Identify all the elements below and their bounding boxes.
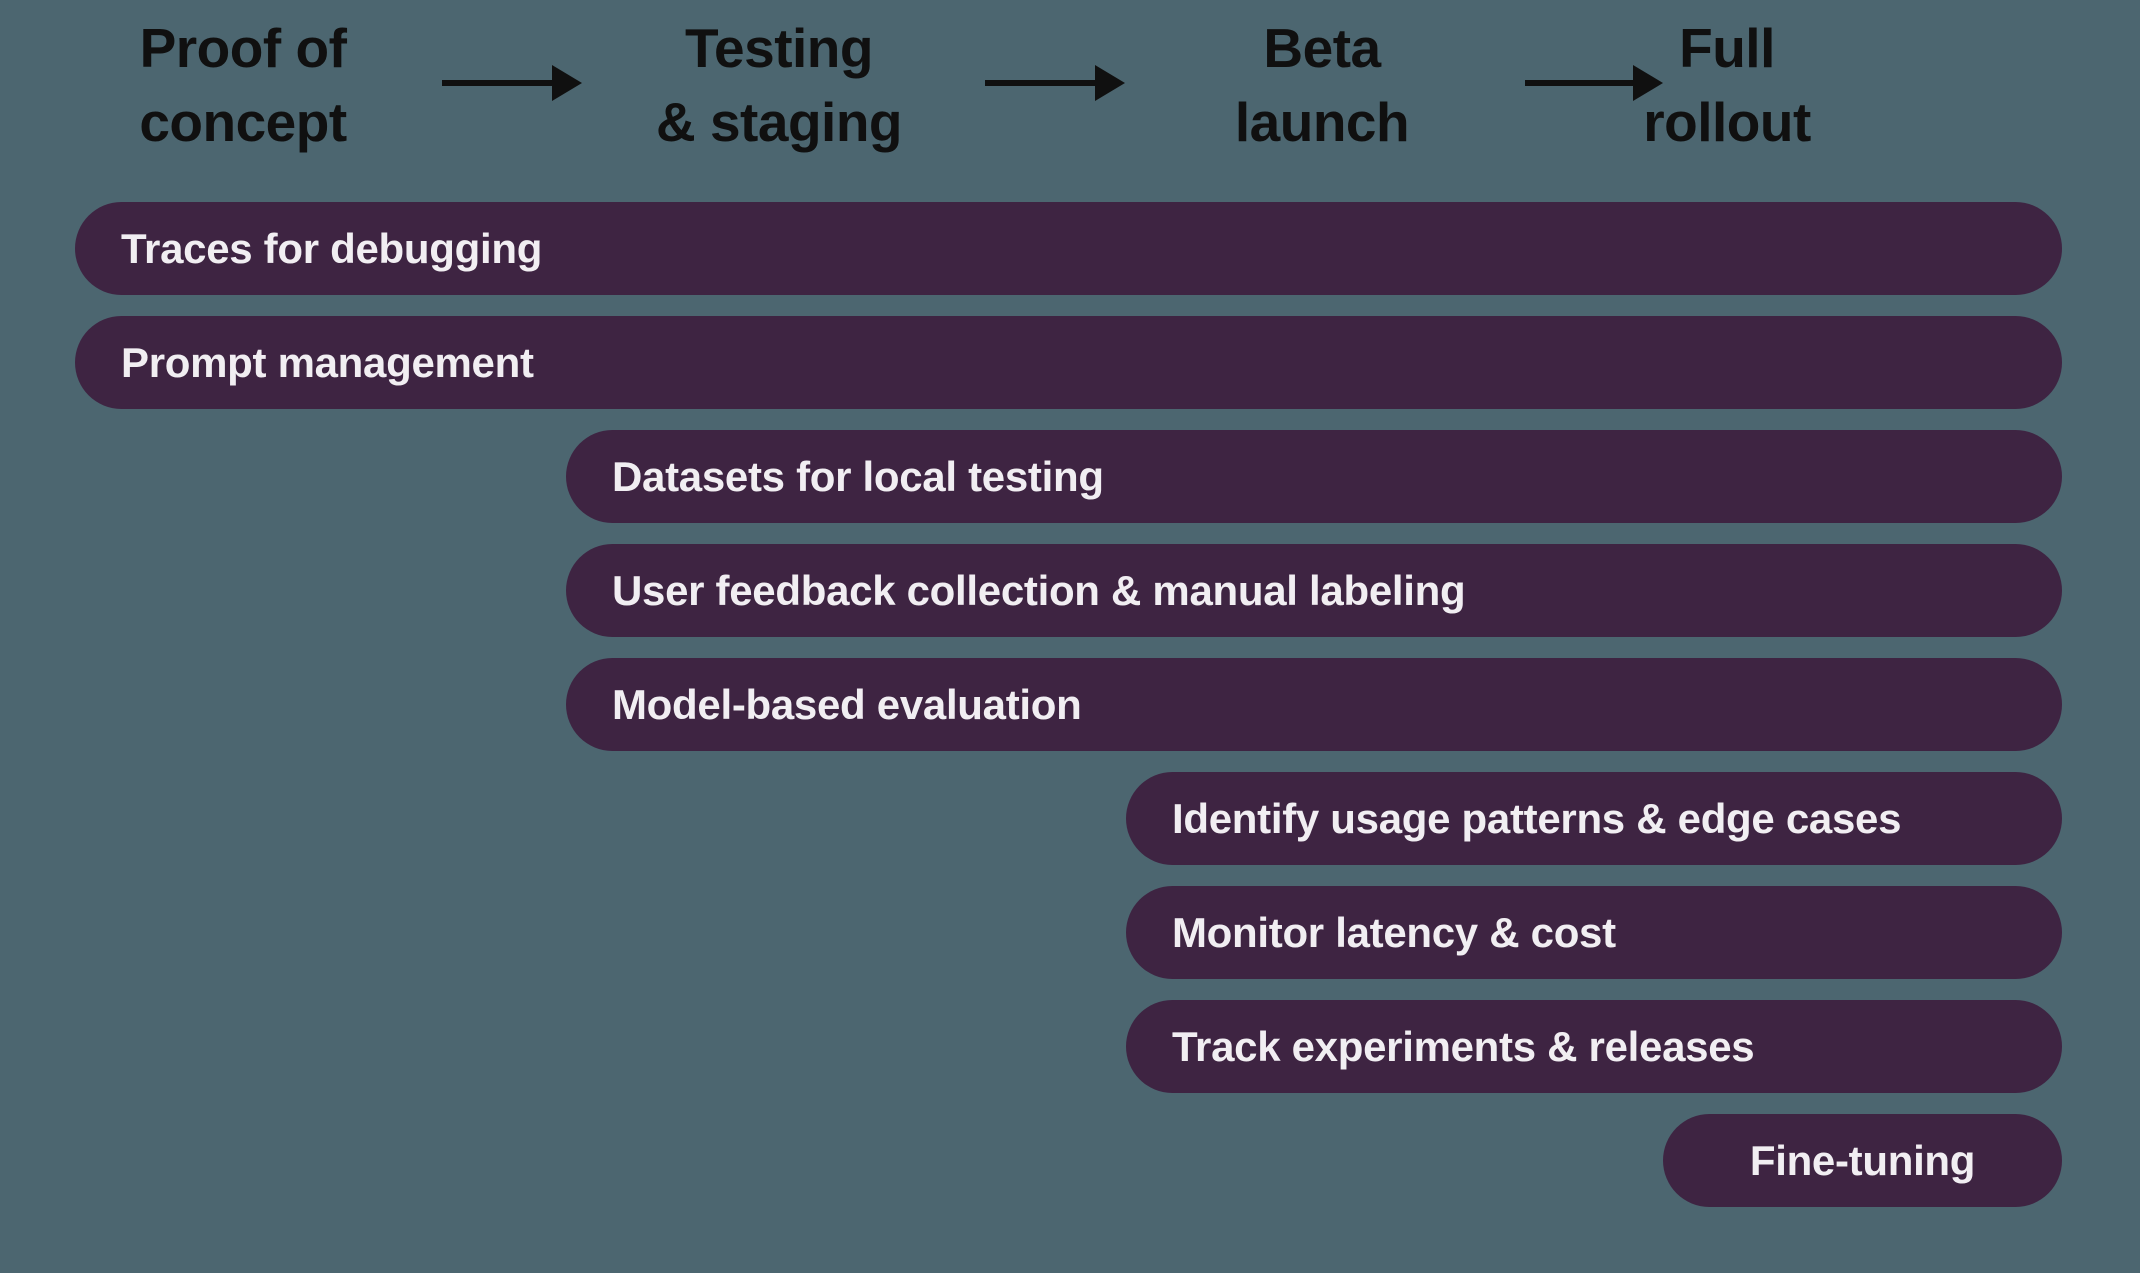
bar-identify-usage-patterns: Identify usage patterns & edge cases — [1126, 772, 2062, 865]
bar-fine-tuning: Fine-tuning — [1663, 1114, 2062, 1207]
arrow-head — [1633, 65, 1663, 101]
bar-monitor-latency-cost: Monitor latency & cost — [1126, 886, 2062, 979]
phase-label-full-rollout: Full rollout — [1643, 17, 1811, 153]
phase-label-proof-of-concept: Proof of concept — [139, 17, 347, 153]
arrow-head — [1095, 65, 1125, 101]
arrow-head — [552, 65, 582, 101]
flow-arrow-icon — [985, 65, 1125, 101]
bar-track-experiments-releases: Track experiments & releases — [1126, 1000, 2062, 1093]
phase-label-beta-launch: Beta launch — [1234, 17, 1410, 153]
bar-model-based-evaluation: Model-based evaluation — [566, 658, 2062, 751]
bar-prompt-management: Prompt management — [75, 316, 2062, 409]
flow-arrow-icon — [1525, 65, 1663, 101]
arrow-shaft — [985, 80, 1101, 86]
bar-traces-for-debugging: Traces for debugging — [75, 202, 2062, 295]
bar-user-feedback-collection: User feedback collection & manual labeli… — [566, 544, 2062, 637]
arrow-shaft — [1525, 80, 1639, 86]
phase-label-testing-staging: Testing & staging — [655, 17, 903, 153]
arrow-shaft — [442, 80, 558, 86]
flow-arrow-icon — [442, 65, 582, 101]
bar-datasets-for-local-testing: Datasets for local testing — [566, 430, 2062, 523]
